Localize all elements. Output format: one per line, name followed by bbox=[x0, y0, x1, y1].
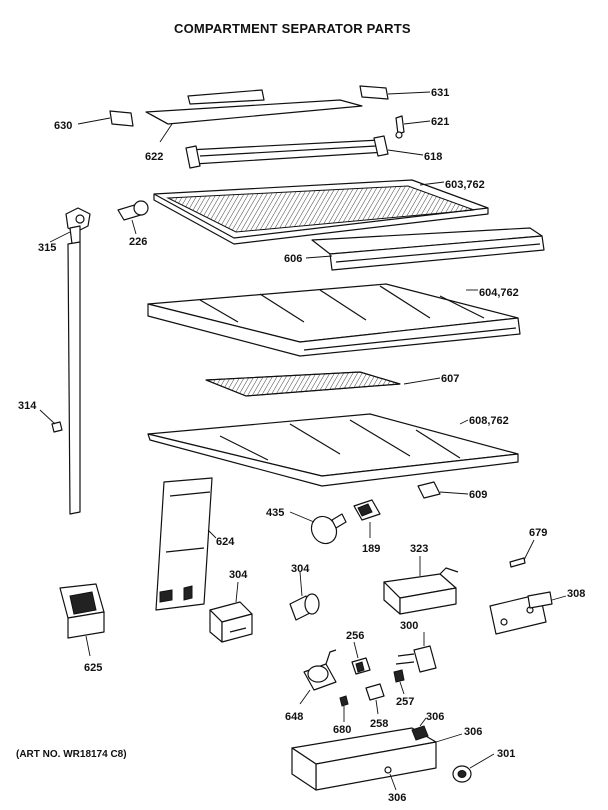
callout-256: 256 bbox=[346, 630, 364, 642]
callout-226: 226 bbox=[129, 236, 147, 248]
callout-315: 315 bbox=[38, 242, 56, 254]
callout-621: 621 bbox=[431, 116, 449, 128]
part-189: 189 bbox=[353, 499, 381, 555]
part-435: 435 bbox=[266, 507, 347, 545]
part-622: 622 bbox=[145, 89, 363, 163]
part-306: 306 306 306 bbox=[291, 711, 482, 804]
part-608: 608,762 bbox=[147, 413, 519, 487]
part-679: 679 bbox=[509, 527, 547, 568]
part-308: 308 bbox=[489, 588, 585, 635]
part-300: 300 bbox=[395, 620, 437, 673]
callout-304b: 304 bbox=[291, 563, 310, 575]
diagram-title: COMPARTMENT SEPARATOR PARTS bbox=[174, 21, 411, 36]
part-226: 226 bbox=[117, 200, 149, 248]
callout-609: 609 bbox=[469, 489, 487, 501]
callout-625: 625 bbox=[84, 662, 102, 674]
part-256: 256 bbox=[346, 630, 371, 675]
part-680: 680 bbox=[333, 695, 351, 736]
part-618: 618 bbox=[185, 135, 442, 169]
callout-306c: 306 bbox=[388, 792, 406, 804]
part-604: 604,762 bbox=[147, 283, 521, 357]
part-607: 607 bbox=[205, 371, 459, 397]
part-301: 301 bbox=[452, 748, 515, 783]
callout-604: 604,762 bbox=[479, 287, 519, 299]
callout-306b: 306 bbox=[464, 726, 482, 738]
part-630: 630 bbox=[54, 110, 134, 132]
callout-622: 622 bbox=[145, 151, 163, 163]
callout-258: 258 bbox=[370, 718, 388, 730]
part-323: 323 bbox=[383, 543, 459, 615]
callout-323: 323 bbox=[410, 543, 428, 555]
callout-606: 606 bbox=[284, 253, 302, 265]
callout-630: 630 bbox=[54, 120, 72, 132]
part-631: 631 bbox=[359, 85, 449, 100]
part-606: 606 bbox=[284, 227, 545, 271]
callout-680: 680 bbox=[333, 724, 351, 736]
part-624: 624 bbox=[155, 477, 235, 611]
part-304a: 304 bbox=[209, 569, 253, 643]
part-314: 314 bbox=[18, 241, 81, 515]
callout-603: 603,762 bbox=[445, 179, 485, 191]
callout-618: 618 bbox=[424, 151, 442, 163]
part-603: 603,762 bbox=[153, 179, 489, 245]
callout-308: 308 bbox=[567, 588, 585, 600]
callout-631: 631 bbox=[431, 87, 449, 99]
callout-624: 624 bbox=[216, 536, 235, 548]
callout-314: 314 bbox=[18, 400, 37, 412]
callout-257: 257 bbox=[396, 696, 414, 708]
part-625: 625 bbox=[59, 583, 105, 674]
callout-304a: 304 bbox=[229, 569, 248, 581]
callout-608: 608,762 bbox=[469, 415, 509, 427]
part-621: 621 bbox=[395, 115, 449, 139]
part-304b: 304 bbox=[289, 563, 320, 621]
callout-648: 648 bbox=[285, 711, 303, 723]
part-315: 315 bbox=[38, 207, 91, 254]
part-648: 648 bbox=[285, 649, 337, 723]
callout-435: 435 bbox=[266, 507, 284, 519]
callout-189: 189 bbox=[362, 543, 380, 555]
part-609: 609 bbox=[417, 481, 487, 501]
callout-301: 301 bbox=[497, 748, 515, 760]
callout-607: 607 bbox=[441, 373, 459, 385]
part-258: 258 bbox=[365, 683, 388, 730]
callout-300: 300 bbox=[400, 620, 418, 632]
callout-679: 679 bbox=[529, 527, 547, 539]
callout-306a: 306 bbox=[426, 711, 444, 723]
part-257: 257 bbox=[393, 669, 414, 708]
art-number: (ART NO. WR18174 C8) bbox=[16, 749, 127, 760]
